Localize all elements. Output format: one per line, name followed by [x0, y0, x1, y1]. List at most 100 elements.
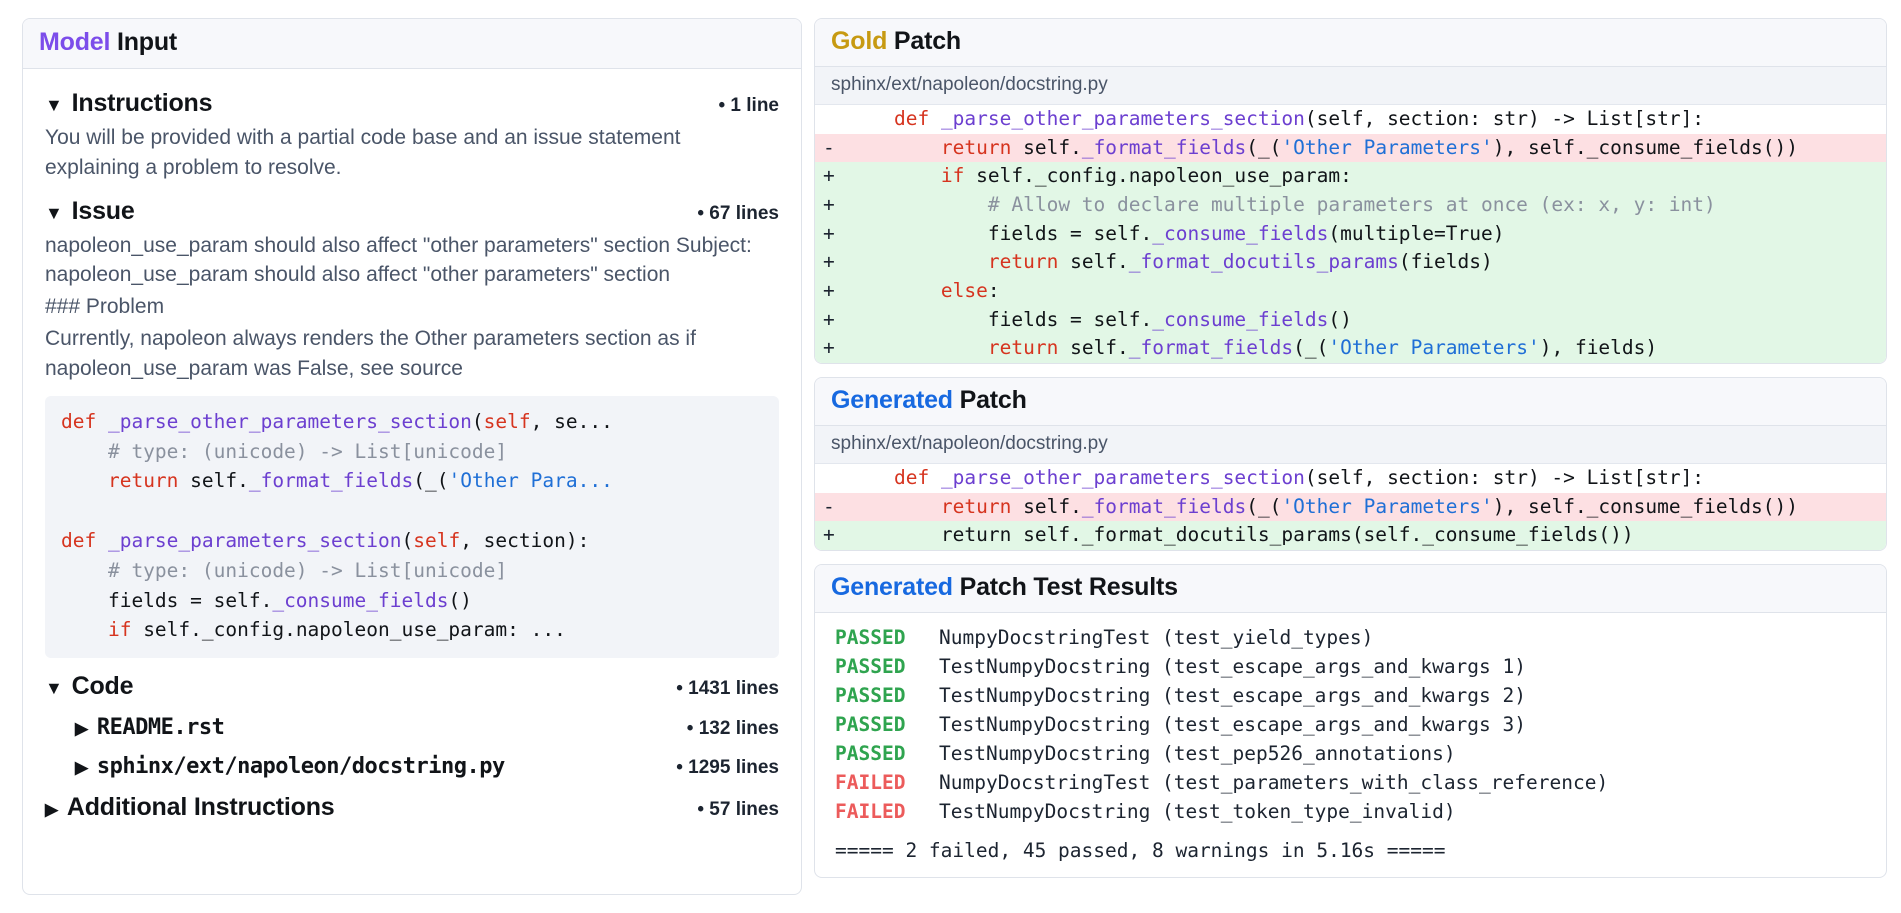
- section-instructions-linecount: • 1 line: [718, 95, 779, 116]
- status-badge: PASSED: [835, 683, 906, 707]
- code-token: _format_docutils_params: [1128, 250, 1399, 274]
- code-token: [847, 164, 941, 187]
- test-result-row: PASSED TestNumpyDocstring (test_escape_ar…: [835, 652, 1870, 681]
- code-token: self.: [1011, 494, 1082, 518]
- section-code-title: ▼ Code: [45, 672, 134, 701]
- code-token: fields = self.: [847, 221, 1153, 245]
- diff-line-text: return self._format_fields(_('Other Para…: [847, 134, 1886, 163]
- code-token: # type: (unicode) -> List[unicode]: [61, 558, 508, 582]
- code-token: self.: [178, 469, 249, 493]
- code-token: fields = self.: [847, 307, 1153, 331]
- diff-line-text: return self._format_docutils_params(fiel…: [847, 248, 1886, 277]
- code-token: :: [987, 278, 1000, 302]
- diff-line-text: def _parse_other_parameters_section(self…: [847, 464, 1886, 493]
- code-token: (_(: [1246, 494, 1282, 518]
- code-token: 'Other Parameters': [1281, 135, 1493, 159]
- diff-line-add: + else:: [815, 276, 1886, 306]
- chevron-right-icon[interactable]: ▶: [75, 758, 88, 778]
- code-token: [847, 466, 894, 489]
- diff-line-add: + fields = self._consume_fields(): [815, 305, 1886, 335]
- diff-marker: [815, 105, 847, 134]
- status-badge: PASSED: [835, 625, 906, 649]
- model-input-title-accent: Model: [39, 28, 111, 56]
- section-additional-instructions-title: ▶ Additional Instructions: [45, 793, 335, 822]
- diff-line-ctx: def _parse_other_parameters_section(self…: [815, 463, 1886, 493]
- code-token: [847, 279, 941, 302]
- code-token: _parse_other_parameters_section: [107, 409, 472, 433]
- code-token: (_(: [1246, 135, 1282, 159]
- code-line: fields = self._consume_fields(): [61, 586, 763, 616]
- gold-patch-header: Gold Patch: [815, 19, 1886, 67]
- section-code-header[interactable]: ▼ Code • 1431 lines: [45, 672, 779, 701]
- test-name: TestNumpyDocstring (test_escape_args_and…: [939, 654, 1526, 678]
- code-token: [847, 107, 894, 130]
- section-code-linecount: • 1431 lines: [676, 678, 779, 700]
- diff-line-text: # Allow to declare multiple parameters a…: [847, 191, 1886, 220]
- code-token: # type: (unicode) -> List[unicode]: [61, 439, 508, 463]
- chevron-down-icon[interactable]: ▼: [45, 678, 63, 699]
- code-line: [61, 496, 763, 526]
- file-item-readme[interactable]: ▶ README.rst • 132 lines: [75, 715, 779, 740]
- section-code-label: Code: [71, 672, 134, 701]
- section-additional-instructions-header[interactable]: ▶ Additional Instructions • 57 lines: [45, 793, 779, 822]
- generated-patch-filename: sphinx/ext/napoleon/docstring.py: [815, 425, 1886, 464]
- chevron-down-icon[interactable]: ▼: [45, 202, 63, 223]
- model-input-header: Model Input: [23, 19, 801, 69]
- code-token: [61, 469, 108, 492]
- code-token: _format_fields: [1128, 336, 1294, 360]
- status-badge: PASSED: [835, 713, 906, 737]
- code-token: 'Other Parameters': [1328, 336, 1540, 360]
- code-line: def _parse_parameters_section(self, sect…: [61, 526, 763, 556]
- issue-code-block: def _parse_other_parameters_section(self…: [45, 395, 779, 659]
- model-input-panel: Model Input ▼ Instructions • 1 line You …: [22, 18, 802, 895]
- code-line: def _parse_other_parameters_section(self…: [61, 407, 763, 437]
- code-token: return: [987, 336, 1059, 360]
- file-item-readme-linecount: • 132 lines: [686, 718, 779, 740]
- test-name: TestNumpyDocstring (test_pep526_annotati…: [939, 742, 1456, 766]
- code-token: _consume_fields: [1152, 221, 1329, 245]
- section-instructions-label: Instructions: [71, 89, 213, 117]
- diff-line-text: fields = self._consume_fields(multiple=T…: [847, 220, 1886, 249]
- code-token: 'Other Para...: [448, 469, 613, 493]
- status-badge: FAILED: [835, 800, 906, 824]
- diff-line-text: return self._format_fields(_('Other Para…: [847, 334, 1886, 363]
- code-token: if: [940, 164, 965, 188]
- diff-line-text: else:: [847, 277, 1886, 306]
- code-token: def: [61, 529, 108, 552]
- chevron-right-icon[interactable]: ▶: [75, 719, 88, 739]
- generated-patch-title-rest: Patch: [952, 385, 1027, 414]
- test-results-title-accent: Generated: [831, 572, 953, 601]
- diff-marker: -: [823, 494, 835, 518]
- section-issue-header[interactable]: ▼ Issue • 67 lines: [45, 197, 779, 226]
- code-token: return self._format_docutils_params(self…: [847, 523, 1634, 547]
- instructions-text: You will be provided with a partial code…: [45, 126, 681, 179]
- chevron-down-icon[interactable]: ▼: [45, 95, 63, 115]
- diff-line-add: + if self._config.napoleon_use_param:: [815, 162, 1886, 191]
- status-badge: PASSED: [835, 742, 906, 766]
- section-instructions-header[interactable]: ▼ Instructions • 1 line: [45, 89, 779, 118]
- chevron-right-icon[interactable]: ▶: [45, 800, 58, 820]
- code-line: # type: (unicode) -> List[unicode]: [61, 556, 763, 586]
- test-name: NumpyDocstringTest (test_parameters_with…: [939, 771, 1609, 795]
- diff-marker: +: [823, 278, 835, 302]
- status-badge: PASSED: [835, 654, 906, 678]
- code-token: self.: [1058, 250, 1129, 274]
- diff-line-text: if self._config.napoleon_use_param:: [847, 162, 1886, 191]
- diff-line-del: - return self._format_fields(_('Other Pa…: [815, 133, 1886, 163]
- code-line: # type: (unicode) -> List[unicode]: [61, 437, 763, 467]
- code-token: if: [107, 618, 132, 642]
- code-token: return: [940, 135, 1012, 159]
- gold-patch-title-rest: Patch: [887, 27, 961, 55]
- section-additional-instructions-linecount: • 57 lines: [697, 799, 779, 821]
- code-line: if self._config.napoleon_use_param: ...: [61, 615, 763, 645]
- code-token: fields = self.: [61, 588, 273, 612]
- diff-line-text: return self._format_fields(_('Other Para…: [847, 493, 1886, 522]
- file-item-docstring[interactable]: ▶ sphinx/ext/napoleon/docstring.py • 129…: [75, 754, 779, 779]
- issue-text: napoleon_use_param should also affect "o…: [45, 233, 752, 287]
